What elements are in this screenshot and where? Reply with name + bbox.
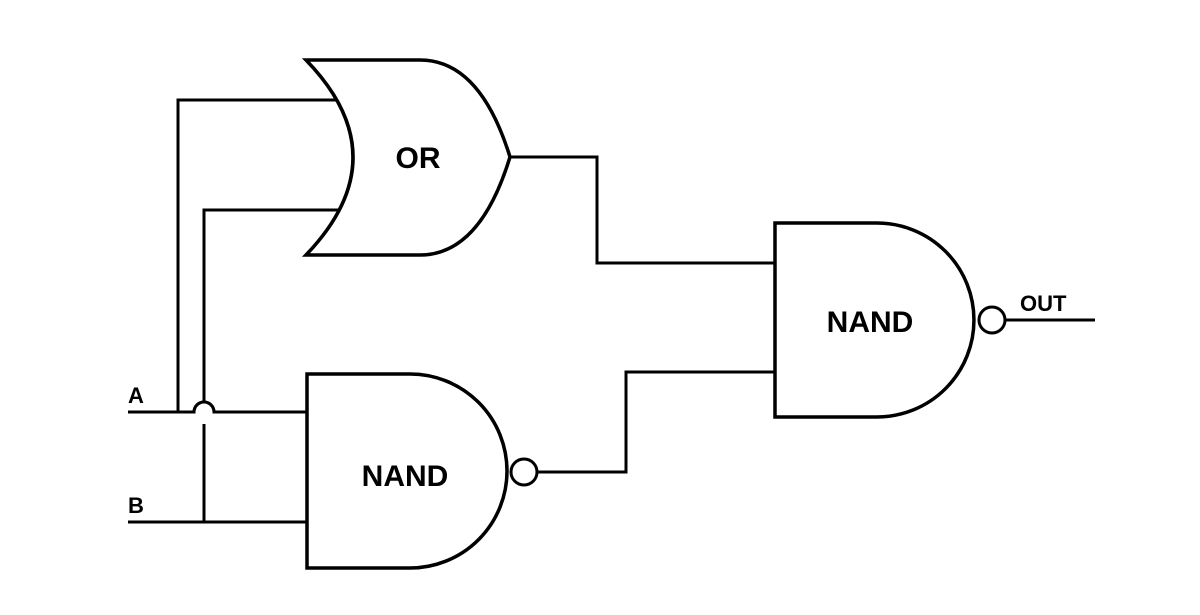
wire-crossing-hop	[192, 400, 216, 430]
wire-nand1-to-nand2	[537, 370, 775, 474]
nand-gate-2-inversion-bubble	[977, 305, 1007, 335]
output-label: OUT	[1020, 291, 1067, 316]
wire-a-to-or	[176, 98, 340, 412]
nand-gate-2-body	[773, 221, 976, 419]
nand-gate-1-body	[305, 372, 509, 570]
or-gate: OR	[301, 58, 512, 257]
or-gate-label: OR	[396, 142, 441, 175]
nand-gate-2: NAND	[773, 221, 1007, 419]
nand-gate-1-inversion-bubble	[509, 457, 539, 487]
wire-or-to-nand2	[510, 155, 775, 265]
wires	[128, 98, 1095, 524]
or-gate-body	[301, 58, 512, 257]
wire-b-to-or	[202, 208, 346, 522]
input-a-label: A	[128, 383, 144, 408]
wire-a-to-nand1	[128, 400, 307, 414]
input-b-label: B	[128, 493, 144, 518]
nand-gate-1-label: NAND	[362, 460, 449, 493]
nand-gate-1: NAND	[305, 372, 539, 570]
nand-gate-2-label: NAND	[827, 306, 914, 339]
